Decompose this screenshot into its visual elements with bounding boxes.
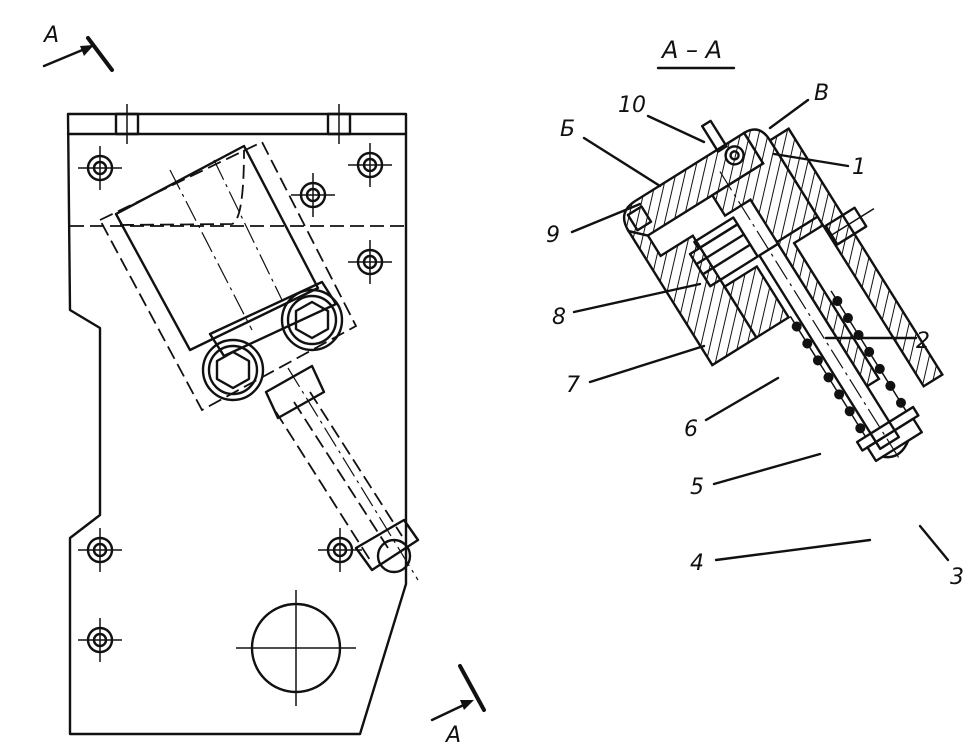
callout-label: 7	[566, 373, 580, 398]
housing-body-lower	[722, 264, 791, 340]
plan-view: А	[42, 23, 486, 748]
callout-label: 5	[690, 475, 704, 500]
bolt-hole-icon	[76, 144, 124, 192]
callout-label: 4	[690, 551, 704, 576]
section-mark-top-label: А	[42, 23, 59, 48]
section-title: А – А	[660, 36, 722, 64]
piston	[688, 216, 759, 288]
callout-label: 10	[618, 93, 646, 118]
hex-nut-right	[280, 288, 344, 352]
vent-port	[626, 205, 653, 232]
bolt-hole-icon	[289, 171, 337, 219]
section-mark-top: А	[42, 23, 114, 72]
top-nut-left	[114, 104, 140, 144]
callout-label: 8	[552, 305, 566, 330]
callout-label: 1	[852, 155, 866, 180]
check-ball	[724, 145, 745, 166]
bolt-hole-icon	[316, 526, 364, 574]
end-nut	[866, 417, 923, 463]
section-view: А – А	[546, 36, 964, 590]
callout-label: 2	[916, 329, 930, 354]
section-mark-bottom: А	[430, 664, 486, 748]
callout-label: 9	[546, 223, 560, 248]
cylinder-housing-plan	[98, 140, 420, 581]
bolt-hole-icon	[76, 616, 124, 664]
callout-label: Б	[560, 117, 575, 142]
large-hole	[236, 590, 356, 706]
bolt-hole-icon	[346, 141, 394, 189]
bolt-hole-icon	[346, 238, 394, 286]
inlet-pin	[700, 119, 728, 153]
callout-label: 3	[950, 565, 964, 590]
section-mark-bottom-label: А	[444, 723, 461, 748]
hex-nut-left	[201, 338, 265, 402]
cylinder-section	[622, 119, 944, 463]
rod-end-plan	[354, 518, 420, 574]
housing-wall-right	[710, 128, 820, 244]
top-nut-right	[326, 104, 352, 144]
spring	[789, 290, 907, 438]
leader-lines	[570, 98, 950, 562]
base-plate-outline	[66, 112, 408, 736]
callout-label: 6	[684, 417, 698, 442]
bolt-hole-icon	[76, 526, 124, 574]
bracket-plate	[768, 127, 944, 388]
callout-label: В	[814, 81, 829, 106]
